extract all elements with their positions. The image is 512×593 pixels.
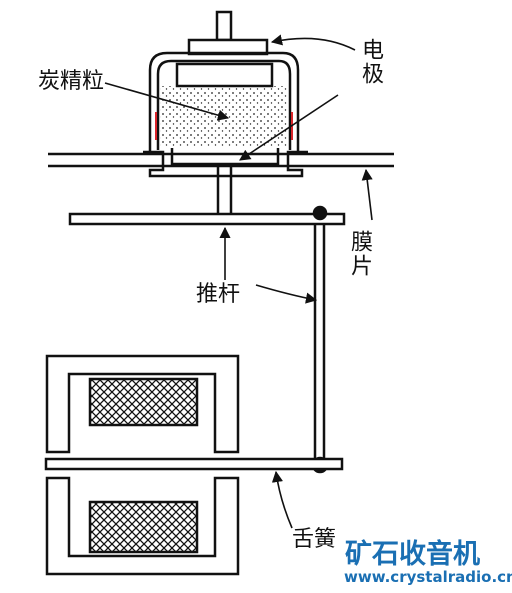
label-push-rod: 推杆: [196, 282, 241, 307]
carbon-leader: [104, 82, 230, 121]
reed-strip: [44, 457, 344, 471]
terminal-post: [187, 10, 269, 56]
electrode-leader-2: [239, 94, 339, 161]
label-electrode: 电极: [358, 38, 383, 86]
lower-magnet: [45, 476, 240, 576]
watermark-title: 矿石收音机: [345, 539, 480, 570]
reed-leader: [271, 470, 293, 529]
label-diaphragm: 膜片: [347, 230, 372, 278]
label-carbon-granules: 炭精粒: [38, 69, 105, 94]
push-rod-leader-2: [255, 284, 318, 304]
carbon-capsule: [143, 51, 308, 178]
upper-magnet: [45, 354, 240, 454]
diaphragm-leader: [361, 168, 373, 221]
electrode-leader: [270, 34, 356, 51]
label-reed: 舌簧: [292, 527, 337, 552]
watermark-url: www.crystalradio.cn: [344, 568, 512, 586]
diaphragm-plate: [48, 152, 394, 168]
